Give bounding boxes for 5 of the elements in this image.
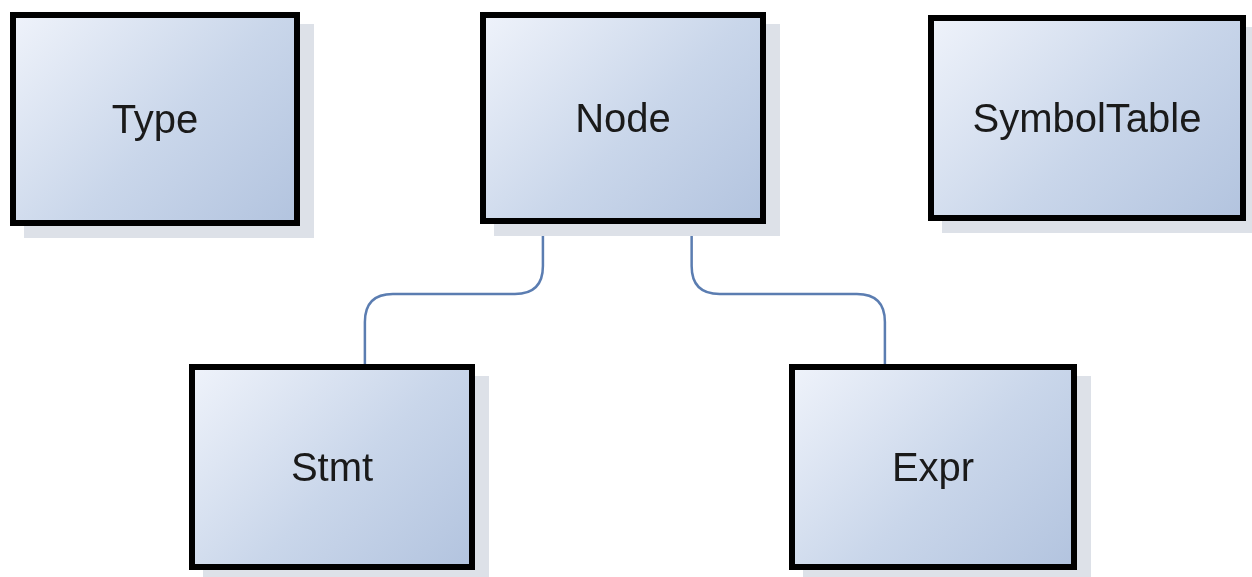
class-name: SymbolTable <box>972 95 1202 141</box>
class-name: Stmt <box>290 444 374 490</box>
class-name: Expr <box>891 444 975 490</box>
class-name: Type <box>111 96 199 142</box>
class-name: Node <box>575 95 671 141</box>
